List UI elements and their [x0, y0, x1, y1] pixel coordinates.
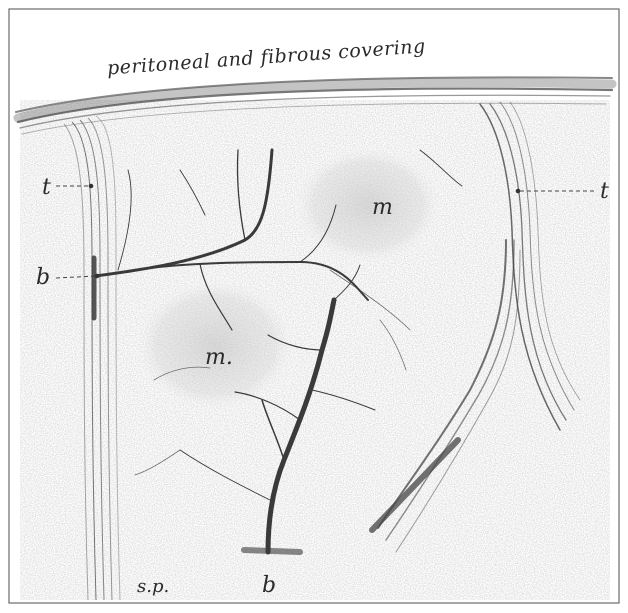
label-malpighian-lower: m.: [205, 345, 233, 370]
label-malpighian-upper: m: [372, 195, 393, 220]
label-splenic-pulp: s.p.: [137, 576, 169, 597]
leader-b-left-dot: [95, 274, 100, 279]
label-vessel-left: b: [36, 265, 50, 290]
leader-t-right-dot: [516, 189, 521, 194]
malpighian-corpuscle-upper: [290, 143, 446, 267]
label-trabecula-right: t: [600, 179, 609, 204]
label-vessel-bottom: b: [262, 573, 276, 598]
label-trabecula-left: t: [42, 175, 51, 200]
leader-t-left-dot: [89, 184, 94, 189]
